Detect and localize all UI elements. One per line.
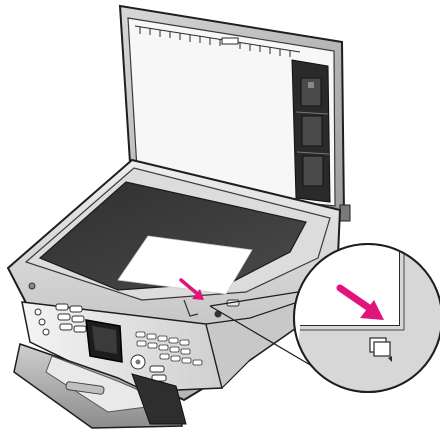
film-holder <box>292 60 330 202</box>
callout-magnifier <box>294 244 440 392</box>
